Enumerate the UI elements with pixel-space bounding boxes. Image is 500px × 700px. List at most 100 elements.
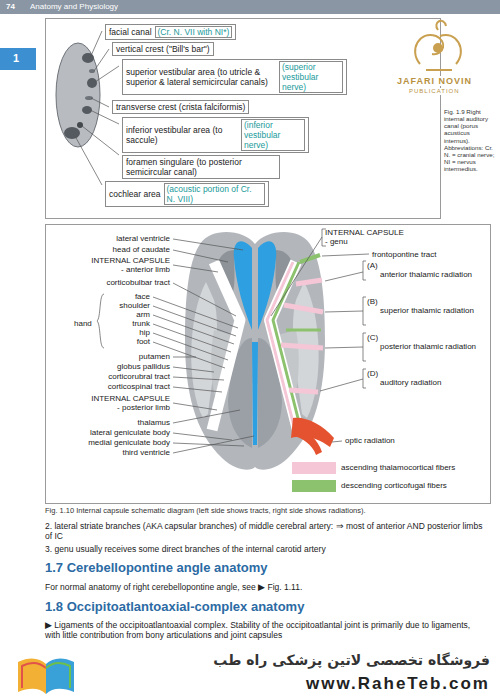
leader-line [173, 433, 232, 440]
body-text: 2. lateral striate branches (AKA capsula… [45, 522, 485, 542]
radiation-label: posterior thalamic radiation [380, 342, 480, 351]
leader-line [90, 31, 102, 58]
body-part-label: foot [100, 337, 150, 346]
leader-line [153, 315, 234, 344]
leader-line [363, 297, 366, 325]
structure-label: INTERNAL CAPSULE - posterior limb [88, 394, 170, 412]
body-text: ▶ Ligaments of the occipitoatlantoaxial … [45, 621, 485, 641]
publisher-logo [436, 21, 446, 30]
leader-line [363, 333, 366, 361]
body-part-label: face [100, 292, 150, 301]
leader-line [173, 283, 236, 316]
tract-label: frontopontine tract [372, 250, 436, 259]
page-number: 74 [6, 2, 15, 11]
figure-frame [46, 225, 491, 504]
leader-line [363, 261, 366, 280]
leader-line [173, 367, 214, 372]
leader-line [75, 136, 102, 185]
footer-band [46, 658, 74, 694]
leader-line [325, 347, 363, 348]
callout-letter: (C) [367, 333, 378, 342]
running-header-band [0, 0, 500, 14]
radiation-label: superior thalamic radiation [380, 306, 480, 315]
internal-auditory-canal-illustration [77, 122, 83, 128]
footer-band [0, 648, 500, 700]
callout-letter: (B) [367, 297, 378, 306]
chapter-tab-shape [0, 48, 36, 70]
body-part-label: arm [100, 310, 150, 319]
internal-auditory-canal-illustration [82, 53, 94, 63]
footer-band [22, 663, 46, 688]
publisher-logo [415, 35, 443, 64]
publisher-logo [415, 21, 461, 70]
body-part-label: hand [74, 319, 92, 328]
figure-caption: Fig. 1.9 Right internal auditory canal (… [444, 108, 496, 172]
structure-label: transverse crest (crista falciformis) [116, 102, 245, 112]
leader-line [363, 369, 366, 388]
structure-label: thalamus [70, 418, 170, 427]
internal-capsule-illustration [185, 232, 334, 470]
body-text: For normal anatomy of right cerebellopon… [45, 583, 485, 593]
label-box: cochlear area(acoustic portion of Cr. N.… [105, 181, 269, 207]
legend-swatch [292, 462, 336, 474]
nerve-label: (acoustic portion of Cr. N. VIII) [164, 183, 265, 205]
leader-line [94, 49, 109, 71]
structure-label: lateral geniculate body [70, 428, 170, 437]
section-heading: 1.7 Cerebellopontine angle anatomy [45, 561, 268, 576]
internal-capsule-illustration [281, 345, 323, 348]
structure-label: foramen singulare (to posterior semicirc… [126, 157, 276, 177]
running-head: Anatomy and Physiology [30, 2, 118, 11]
leader-line [91, 98, 109, 107]
legend-text: descending corticofugal fibers [341, 481, 447, 490]
leader-line [173, 377, 224, 380]
structure-label: vertical crest ("Bill's bar") [116, 44, 210, 54]
label-box: facial canal(Cr. N. VII with NI*) [105, 24, 236, 40]
structure-label: inferior vestibular area (to saccule) [126, 125, 238, 145]
section-heading: 1.8 Occipitoatlantoaxial-complex anatomy [45, 600, 304, 615]
structure-label: INTERNAL CAPSULE - genu [325, 228, 407, 246]
leader-line [153, 324, 231, 352]
tract-label: corticobulbar tract [70, 278, 170, 287]
internal-auditory-canal-illustration [85, 96, 93, 100]
internal-capsule-illustration [289, 390, 318, 392]
leader-line [173, 387, 222, 392]
leader-line [153, 306, 236, 336]
leader-line [320, 379, 363, 391]
leader-line [173, 410, 240, 423]
label-box: foramen singulare (to posterior semicirc… [122, 155, 280, 179]
internal-auditory-canal-illustration [56, 43, 100, 147]
leader-line [153, 297, 238, 328]
watermark: JAFARI NOVIN [396, 76, 473, 86]
body-text: 3. genu usually receives some direct bra… [45, 545, 485, 555]
leader-line [271, 237, 322, 316]
label-box: vertical crest ("Bill's bar") [112, 42, 214, 56]
leader-line [173, 250, 228, 262]
structure-label: lateral ventricle [70, 234, 170, 243]
structure-label: INTERNAL CAPSULE - anterior limb [88, 256, 170, 274]
publisher-logo [426, 69, 452, 71]
leader-line [173, 403, 217, 410]
structure-label: superior vestibular area (to utricle & s… [126, 67, 276, 87]
figure-frame [46, 19, 441, 219]
leader-line [325, 272, 363, 281]
figure-caption: Fig. 1.10 Internal capsule schematic dia… [45, 507, 485, 516]
radiation-label: auditory radiation [380, 378, 480, 387]
running-header-band [0, 0, 500, 14]
body-part-label: trunk [100, 319, 150, 328]
tract-label: corticospinal tract [70, 382, 170, 391]
watermark: PUBLICATION [408, 88, 461, 95]
footer-band [46, 663, 70, 688]
structure-label: globus pallidus [70, 362, 170, 371]
leader-line [173, 357, 196, 358]
radiation-label: anterior thalamic radiation [380, 270, 472, 279]
legend-text: ascending thalamocortical fibers [341, 463, 455, 472]
callout-letter: (A) [367, 261, 378, 270]
internal-capsule-illustration [185, 232, 325, 470]
leader-line [95, 66, 119, 82]
nerve-label: (superior vestibular nerve) [279, 61, 343, 93]
tract-label: corticorubral tract [70, 372, 170, 381]
chapter-tab: 1 [13, 52, 19, 65]
leader-line [173, 239, 243, 250]
body-part-label: hip [100, 328, 150, 337]
nerve-label: (inferior vestibular nerve) [241, 119, 305, 151]
